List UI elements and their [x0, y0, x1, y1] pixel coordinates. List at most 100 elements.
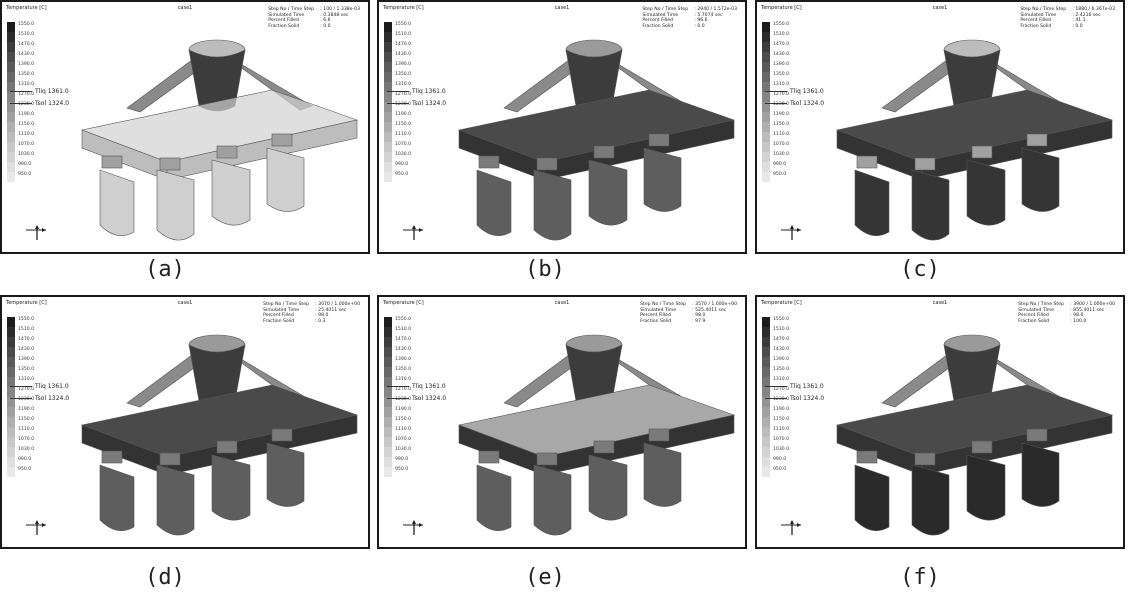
info-value: : 3900 / 1.000e+00 — [1070, 302, 1115, 307]
info-row: Percent Filled: 98.0 — [640, 313, 737, 319]
legend-swatch — [7, 52, 15, 62]
legend-tick-label: 1310.0 — [773, 82, 790, 87]
legend-tick-label: 1030.0 — [18, 447, 35, 452]
liquidus-marker: Tliq 1361.0 — [387, 383, 446, 390]
legend-colorbar — [762, 317, 770, 477]
legend-swatch — [7, 22, 15, 32]
legend-tick-label: 1310.0 — [18, 377, 35, 382]
legend-tick-label: 1190.0 — [18, 112, 35, 117]
info-row: Percent Filled: 96.6 — [642, 18, 737, 24]
legend-swatch — [7, 102, 15, 112]
info-value: : 98.0 — [315, 313, 329, 319]
orientation-axis-icon — [781, 225, 801, 240]
case-label: case1 — [554, 300, 570, 306]
legend-header: Temperature [C] — [761, 5, 802, 11]
info-label: Step No / Time Step — [640, 302, 686, 307]
legend-swatch — [384, 42, 392, 52]
solidus-value: 1324.0 — [48, 100, 70, 107]
legend-swatch — [384, 377, 392, 387]
legend-colorbar — [762, 22, 770, 182]
legend-swatch — [7, 447, 15, 457]
info-value: : 1880 / 6.367e-03 — [1072, 7, 1115, 12]
legend-swatch — [384, 102, 392, 112]
legend-swatch — [384, 172, 392, 182]
legend-tick-label: 1070.0 — [773, 437, 790, 442]
legend-swatch — [762, 32, 770, 42]
legend-tick-label: 1030.0 — [395, 447, 412, 452]
info-value: : 6.6 — [320, 18, 331, 24]
legend-tick-label: 1270.0 — [773, 92, 790, 97]
legend-swatch — [762, 102, 770, 112]
liquidus-label: Tliq — [35, 88, 46, 95]
liquidus-label: Tliq — [790, 383, 801, 390]
solidus-marker: Tsol 1324.0 — [765, 100, 824, 107]
legend-tick-label: 1510.0 — [395, 327, 412, 332]
solidus-label: Tsol — [412, 100, 424, 107]
legend-swatch — [7, 62, 15, 72]
legend-tick-label: 1350.0 — [18, 367, 35, 372]
legend-tick-label: 1430.0 — [18, 52, 35, 57]
info-value: : 525.4011 sec — [692, 307, 727, 313]
info-label: Simulated Time — [268, 12, 305, 18]
legend-tick-label: 1070.0 — [18, 142, 35, 147]
legend-swatch — [384, 367, 392, 377]
legend-tick-label: 1510.0 — [773, 32, 790, 37]
legend-swatch — [762, 42, 770, 52]
legend-swatch — [762, 92, 770, 102]
info-value: : 2940 / 1.572e-03 — [694, 7, 737, 12]
legend-tick-label: 1190.0 — [773, 112, 790, 117]
legend-swatch — [762, 387, 770, 397]
solidus-label: Tsol — [790, 395, 802, 402]
legend-tick-label: 990.0 — [773, 457, 787, 462]
legend-tick-label: 1110.0 — [773, 132, 790, 137]
legend-tick-label: 1350.0 — [395, 72, 412, 77]
legend-swatch — [384, 457, 392, 467]
legend-swatch — [762, 457, 770, 467]
liquidus-value: 1361.0 — [802, 88, 824, 95]
legend-colorbar — [7, 317, 15, 477]
legend-tick-label: 1390.0 — [18, 357, 35, 362]
legend-tick-label: 1070.0 — [18, 437, 35, 442]
legend-tick-label: 1470.0 — [395, 337, 412, 342]
legend-tick-label: 1190.0 — [395, 112, 412, 117]
legend-swatch — [384, 317, 392, 327]
legend-swatch — [384, 92, 392, 102]
case-label: case1 — [932, 300, 948, 306]
info-value: : 0.3 — [315, 318, 326, 324]
info-label: Fraction Solid — [263, 318, 295, 324]
legend-tick-label: 1550.0 — [773, 22, 790, 27]
tooth-blocks — [101, 133, 293, 171]
legend-tick-label: 1470.0 — [18, 42, 35, 47]
info-label: Step No / Time Step — [1020, 7, 1067, 12]
orientation-axis-icon — [26, 225, 46, 240]
legend-swatch — [384, 152, 392, 162]
legend-tick-label: 1150.0 — [395, 417, 412, 422]
legend-swatch — [7, 377, 15, 387]
legend-colorbar — [7, 22, 15, 182]
info-label: Fraction Solid — [1018, 318, 1050, 324]
casting-teeth — [854, 442, 1060, 536]
legend-swatch — [7, 142, 15, 152]
legend-header: Temperature [C] — [383, 5, 424, 11]
simulation-panel-6: Temperature [C] case1 Step No / Time Ste… — [755, 295, 1125, 549]
solidus-value: 1324.0 — [48, 395, 70, 402]
orientation-axis-icon — [781, 520, 801, 535]
legend-swatch — [7, 327, 15, 337]
legend-swatch — [7, 122, 15, 132]
legend-tick-label: 1430.0 — [395, 52, 412, 57]
legend-tick-label: 1390.0 — [395, 62, 412, 67]
legend-tick-label: 1470.0 — [773, 42, 790, 47]
legend-swatch — [762, 327, 770, 337]
info-value: : 96.6 — [694, 18, 708, 24]
info-value: : 98.0 — [1070, 313, 1084, 319]
legend-tick-label: 1390.0 — [773, 62, 790, 67]
info-row: Percent Filled: 98.0 — [1018, 313, 1115, 319]
solidus-value: 1324.0 — [425, 100, 447, 107]
legend-tick-label: 1550.0 — [395, 317, 412, 322]
legend-swatch — [762, 447, 770, 457]
legend-swatch — [384, 437, 392, 447]
casting-teeth — [99, 147, 305, 241]
info-value: : 0.0 — [694, 23, 705, 29]
